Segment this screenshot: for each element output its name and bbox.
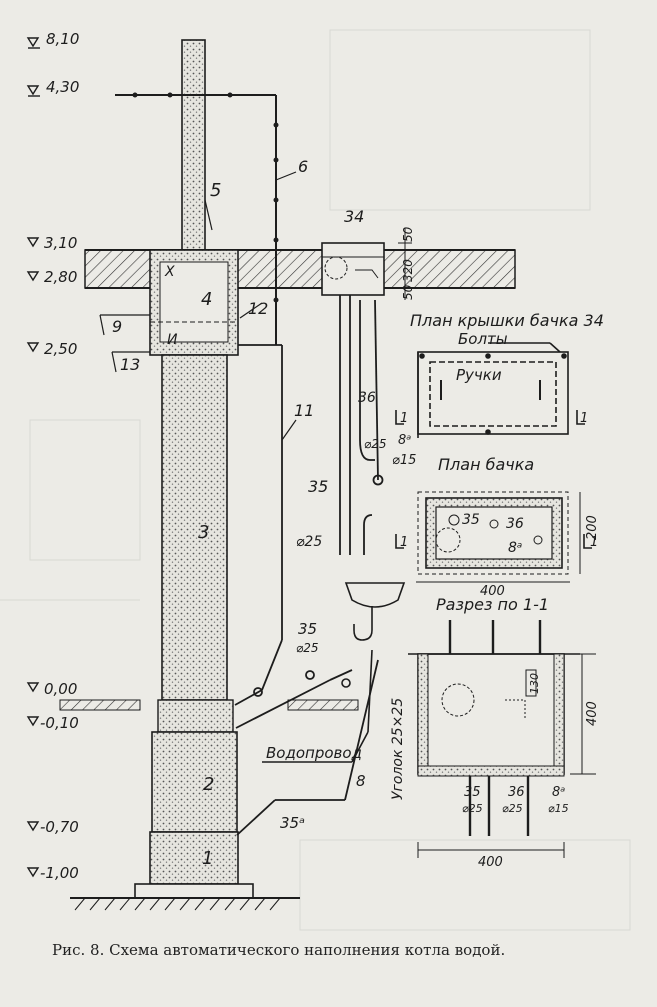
tank-plan-36: 36 <box>506 516 524 532</box>
diameter-25-upper: ⌀25 <box>364 437 387 451</box>
part-35a: 35ᵃ <box>280 814 305 832</box>
part-35-main: 35 <box>308 477 328 496</box>
lid-section-mark-right: 1 <box>580 411 588 426</box>
tank-plan-8a: 8ᵃ <box>508 540 522 556</box>
pipe-35a <box>236 659 379 836</box>
level-minus-0-70: -0,70 <box>40 818 79 836</box>
water-main <box>262 649 373 763</box>
dim-50-bottom: 50 <box>401 284 415 300</box>
section-d25-a: ⌀25 <box>462 802 483 815</box>
diameter-15-upper: ⌀15 <box>392 453 416 468</box>
part-3: 3 <box>198 522 209 543</box>
level-0-00: 0,00 <box>44 680 77 698</box>
boiler-joint <box>157 699 234 733</box>
ground-line <box>70 897 300 911</box>
tank-plan-title: План бачка <box>438 455 534 474</box>
mark-i: И <box>167 332 178 348</box>
funnel-bowl <box>341 582 406 688</box>
tank-section-mark-right: 1 <box>590 535 598 550</box>
boiler-section-1 <box>134 831 254 899</box>
boiler-section-2 <box>151 731 238 833</box>
level-3-10: 3,10 <box>44 234 77 252</box>
part-35-lower: 35 <box>298 620 317 638</box>
dim-130: 130 <box>528 673 541 694</box>
slab-dimension <box>398 228 412 300</box>
section-8a: 8ᵃ <box>552 785 565 800</box>
part-13: 13 <box>120 355 140 374</box>
dim-400-section: 400 <box>478 855 503 870</box>
section-cut-marks <box>395 410 592 549</box>
part-4: 4 <box>201 289 212 310</box>
part-2: 2 <box>203 774 214 795</box>
part-1: 1 <box>202 848 213 869</box>
boiler-section-3 <box>161 354 228 701</box>
part-8: 8 <box>356 772 366 790</box>
level-8-10: 8,10 <box>46 30 79 48</box>
dim-400-plan: 400 <box>480 584 505 599</box>
level-4-30: 4,30 <box>46 78 79 96</box>
dim-400-height: 400 <box>585 701 600 726</box>
bolts-label: Болты <box>458 330 508 348</box>
level-2-50: 2,50 <box>44 340 77 358</box>
tank-34 <box>321 242 385 296</box>
tank-section-mark-left: 1 <box>400 535 408 550</box>
part-numbers: 1 2 3 4 5 6 9 11 12 13 34 35 36 35 35ᵃ 8… <box>112 157 411 869</box>
floor-zero <box>59 699 359 711</box>
part-5: 5 <box>210 180 221 201</box>
section-36: 36 <box>508 785 525 800</box>
diameter-25-mid: ⌀25 <box>296 534 322 550</box>
section-d25-b: ⌀25 <box>502 802 523 815</box>
tank-pipes <box>339 295 384 555</box>
section-1-1 <box>408 620 596 858</box>
angle-label: Уголок 25×25 <box>390 698 406 800</box>
mark-x: X <box>164 264 175 280</box>
section-title: Разрез по 1-1 <box>436 595 549 614</box>
tank-plan <box>416 491 581 583</box>
part-8a-upper: 8ᵃ <box>398 433 411 448</box>
level-labels: 8,10 4,30 3,10 2,80 2,50 0,00 -0,10 -0,7… <box>40 30 79 882</box>
pipe-35-return <box>235 669 353 729</box>
part-9: 9 <box>112 317 122 336</box>
level-2-80: 2,80 <box>44 268 77 286</box>
water-main-label: Водопровод <box>266 744 362 762</box>
lid-plan-title: План крышки бачка 34 <box>410 311 604 330</box>
level-minus-1-00: -1,00 <box>40 864 79 882</box>
dim-320: 320 <box>401 259 415 282</box>
lid-section-mark-left: 1 <box>400 411 408 426</box>
pipe-11 <box>234 344 283 706</box>
handles-label: Ручки <box>456 366 502 384</box>
part-36-main: 36 <box>358 390 376 406</box>
part-6: 6 <box>298 157 308 176</box>
diameter-25-lower: ⌀25 <box>296 641 319 655</box>
background-ghost <box>0 29 631 931</box>
section-35: 35 <box>464 785 481 800</box>
diameter-labels: ⌀25 ⌀15 ⌀25 ⌀25 <box>296 437 416 655</box>
dim-200: 200 <box>585 515 600 540</box>
pipe-6 <box>115 92 279 345</box>
boiler-section-4 <box>149 249 239 356</box>
level-minus-0-10: -0,10 <box>40 714 79 732</box>
figure-caption: Рис. 8. Схема автоматического наполнения… <box>52 941 505 959</box>
part-12: 12 <box>248 299 268 318</box>
part-34: 34 <box>344 207 364 226</box>
part-11: 11 <box>294 401 314 420</box>
level-markers <box>26 37 40 878</box>
dim-50-top: 50 <box>401 226 415 242</box>
lid-plan <box>417 342 569 438</box>
leader-lines <box>99 171 297 441</box>
chimney-pipe <box>181 39 206 251</box>
tank-plan-35: 35 <box>462 512 480 528</box>
section-d15: ⌀15 <box>548 802 569 815</box>
